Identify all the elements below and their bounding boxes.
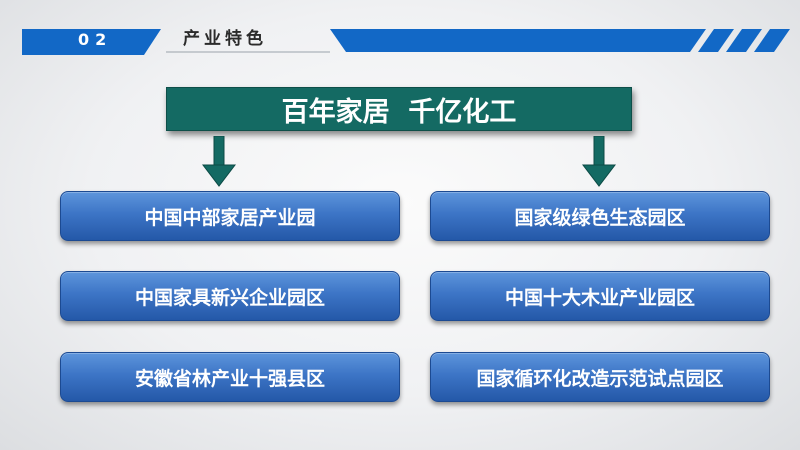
feature-box-left-2: 中国家具新兴企业园区 — [60, 271, 400, 321]
banner-title: 百年家居 千亿化工 — [281, 96, 517, 128]
feature-box-left-3: 安徽省林产业十强县区 — [60, 352, 400, 402]
title-banner: 百年家居 千亿化工 — [166, 87, 632, 131]
header-decoration — [22, 29, 790, 55]
section-header: 02 产业特色 — [0, 0, 800, 60]
down-arrow-icon — [202, 136, 236, 187]
down-arrow-icon — [582, 136, 616, 187]
feature-box-right-3: 国家循环化改造示范试点园区 — [430, 352, 770, 402]
feature-box-right-2: 中国十大木业产业园区 — [430, 271, 770, 321]
feature-box-right-1: 国家级绿色生态园区 — [430, 191, 770, 241]
section-number: 02 — [78, 30, 113, 49]
section-title: 产业特色 — [183, 29, 267, 49]
feature-box-left-1: 中国中部家居产业园 — [60, 191, 400, 241]
